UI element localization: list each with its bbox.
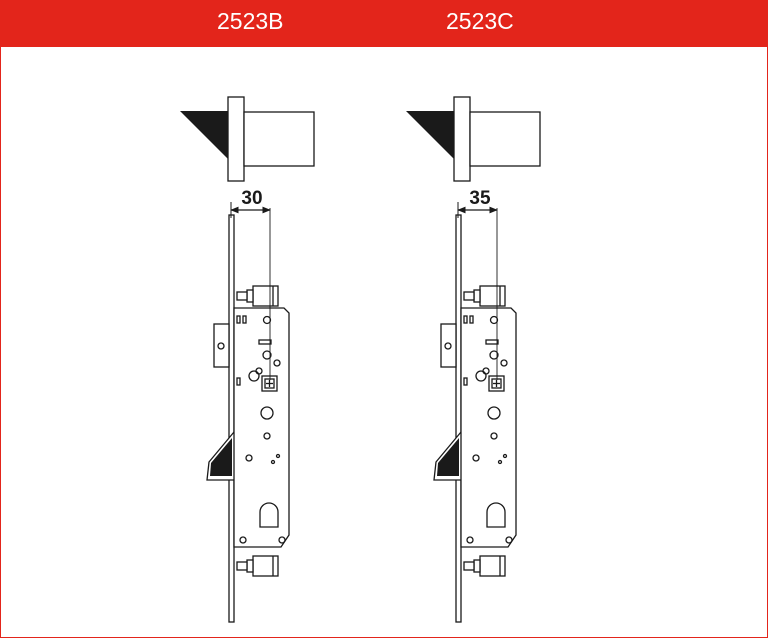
backset-label-2523b: 30 <box>241 188 262 209</box>
lock-drawing-2523c <box>405 96 541 623</box>
lock-drawing-2523b <box>179 96 315 623</box>
model-label-2523b: 2523B <box>217 8 284 34</box>
header-bar: 2523B 2523C <box>0 0 768 47</box>
backset-label-2523c: 35 <box>469 188 491 209</box>
model-label-2523c: 2523C <box>446 8 514 34</box>
